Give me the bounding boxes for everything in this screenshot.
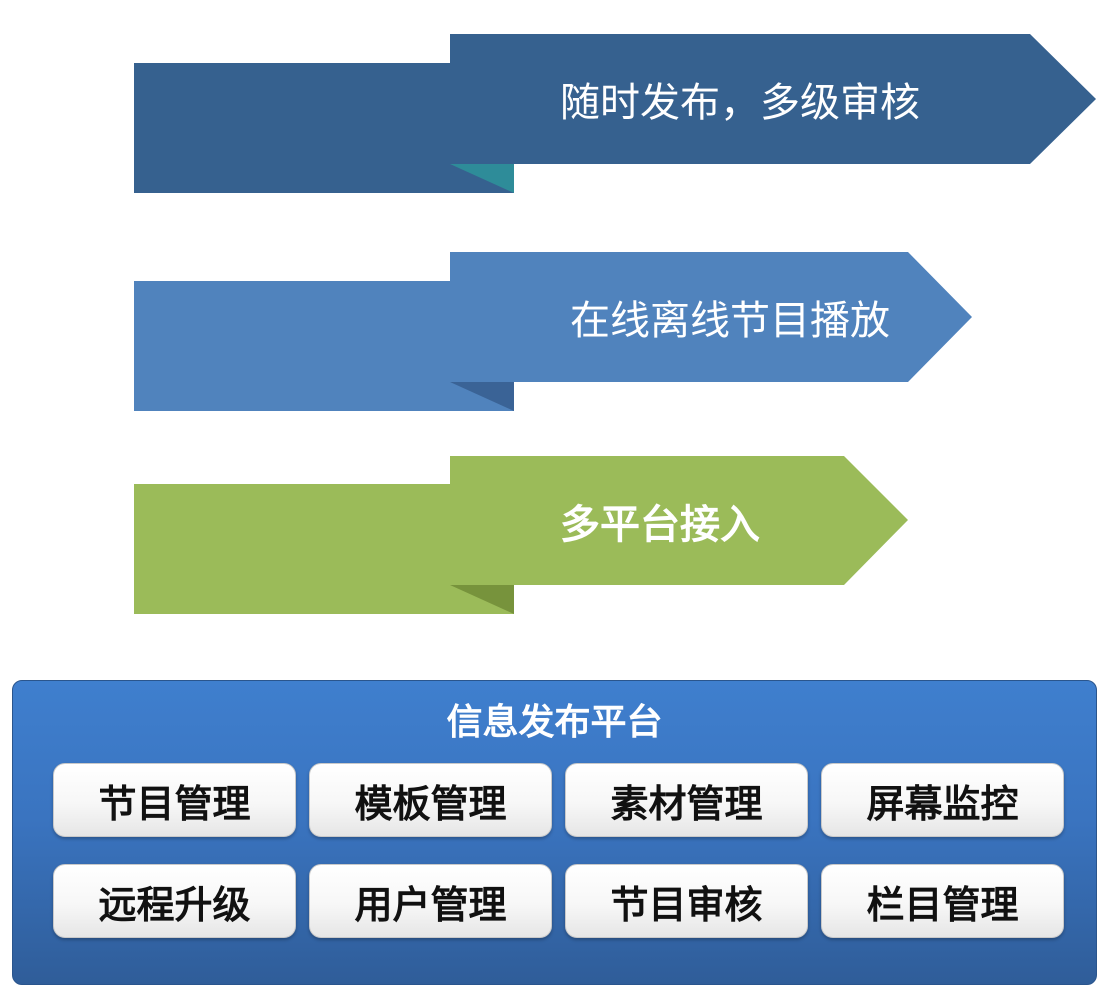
ribbon-2-label: 在线离线节目播放 — [570, 298, 890, 344]
ribbon-arrows — [134, 34, 1096, 614]
module-column-management[interactable]: 栏目管理 — [821, 864, 1064, 938]
module-grid: 节目管理 模板管理 素材管理 屏幕监控 远程升级 用户管理 节目审核 栏目管理 — [53, 763, 1064, 938]
module-material-management[interactable]: 素材管理 — [565, 763, 808, 837]
ribbon-3 — [134, 456, 908, 614]
module-template-management[interactable]: 模板管理 — [309, 763, 552, 837]
ribbon-1 — [134, 34, 1096, 193]
ribbon-1-fold — [450, 164, 514, 193]
ribbon-2-fold — [450, 382, 514, 411]
module-remote-upgrade[interactable]: 远程升级 — [53, 864, 296, 938]
ribbon-2 — [134, 252, 972, 411]
ribbon-3-label: 多平台接入 — [560, 502, 760, 548]
ribbon-3-front — [450, 456, 908, 585]
ribbon-1-front — [450, 34, 1096, 164]
ribbon-2-front — [450, 252, 972, 382]
ribbon-3-fold — [450, 585, 514, 614]
platform-title: 信息发布平台 — [446, 702, 663, 743]
module-user-management[interactable]: 用户管理 — [309, 864, 552, 938]
platform-panel: 信息发布平台 节目管理 模板管理 素材管理 屏幕监控 远程升级 用户管理 节目审… — [12, 680, 1097, 985]
module-program-review[interactable]: 节目审核 — [565, 864, 808, 938]
module-program-management[interactable]: 节目管理 — [53, 763, 296, 837]
module-screen-monitoring[interactable]: 屏幕监控 — [821, 763, 1064, 837]
ribbon-1-label: 随时发布，多级审核 — [560, 80, 920, 126]
